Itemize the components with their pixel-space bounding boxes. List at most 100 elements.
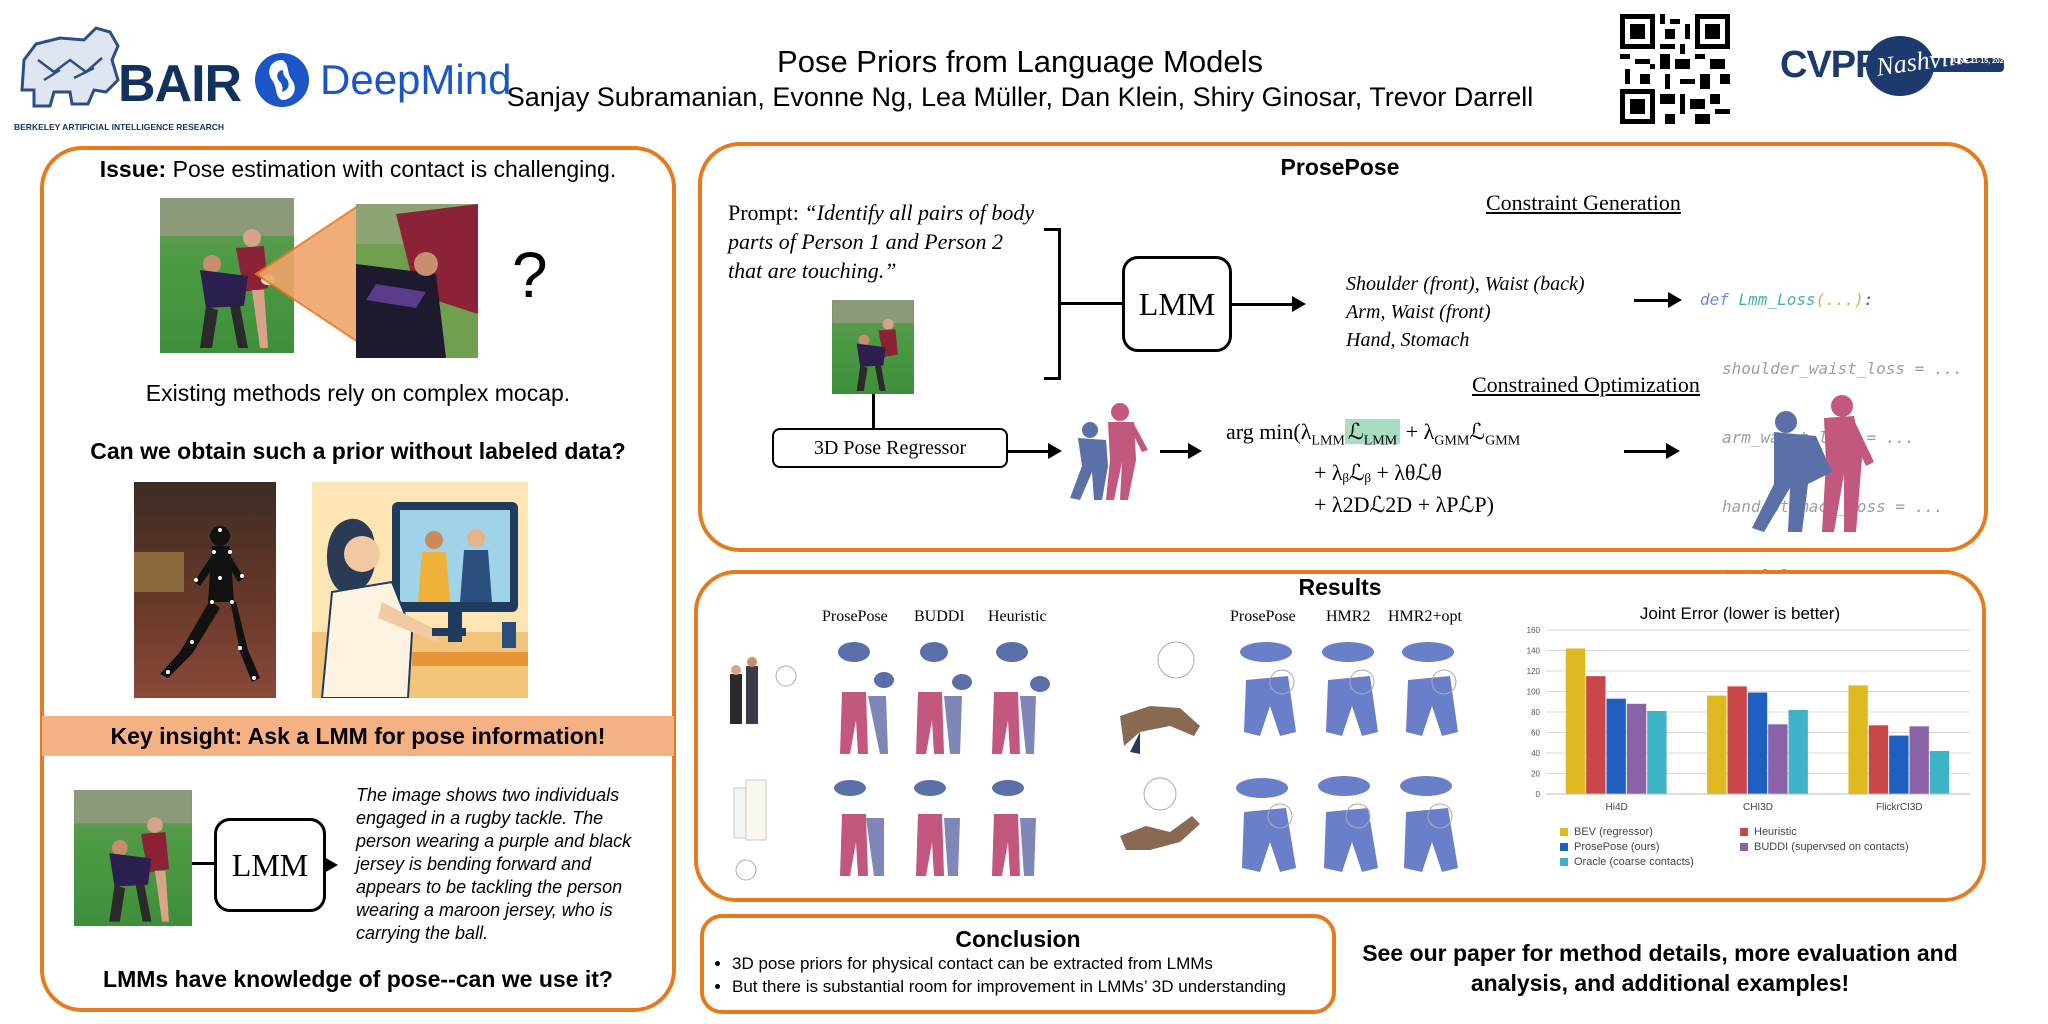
- bar: [1707, 695, 1727, 794]
- legend-label: BEV (regressor): [1574, 826, 1653, 838]
- constraint-list: Shoulder (front), Waist (back) Arm, Wais…: [1346, 270, 1585, 354]
- prior-question: Can we obtain such a prior without label…: [90, 438, 626, 464]
- x-tick-label: Hi4D: [1606, 802, 1628, 813]
- legend-swatch: [1740, 843, 1748, 851]
- right-header-prosepose: ProsePose: [1230, 608, 1296, 625]
- right-header-hmr2-opt: HMR2+opt: [1388, 608, 1462, 625]
- bracket-connector: [1060, 302, 1122, 305]
- qualitative-comparison-right: [1120, 641, 1458, 872]
- annotator-cartoon: [312, 482, 528, 698]
- x-tick-label: CHI3D: [1743, 802, 1773, 813]
- right-header-hmr2: HMR2: [1326, 608, 1371, 625]
- arrow-to-description: [324, 857, 338, 873]
- legend-item: Heuristic: [1740, 826, 1960, 838]
- code-def-line: def Lmm_Loss(...):: [1700, 288, 1963, 311]
- deepmind-icon: [255, 53, 309, 107]
- bair-subtitle: BERKELEY ARTIFICIAL INTELLIGENCE RESEARC…: [14, 122, 224, 132]
- bar: [1727, 686, 1747, 794]
- bar: [1929, 750, 1950, 794]
- bar: [1868, 725, 1889, 794]
- bar: [1647, 710, 1667, 794]
- bar: [1768, 724, 1788, 794]
- chart-title: Joint Error (lower is better): [1639, 604, 1841, 623]
- lmm-box-main: LMM: [1122, 256, 1232, 352]
- y-tick-label: 20: [1531, 770, 1540, 779]
- bar: [1747, 692, 1768, 794]
- eq-lmm-highlight: ℒLMM: [1344, 419, 1401, 448]
- rugby-photo: [160, 198, 294, 353]
- legend-item: BUDDI (supervsed on contacts): [1740, 841, 1960, 853]
- mocap-caption: Existing methods rely on complex mocap.: [145, 380, 571, 406]
- mocap-photo: [134, 482, 276, 698]
- eq-loss-gmm: ℒ: [1469, 419, 1486, 444]
- bar: [1565, 648, 1586, 794]
- conclusion-panel: [700, 914, 1336, 1014]
- issue-heading: Issue: Pose estimation with contact is c…: [44, 156, 672, 183]
- x-tick-label: FlickrCI3D: [1876, 802, 1923, 813]
- prosepose-title: ProsePose: [1280, 154, 1400, 180]
- legend-swatch: [1560, 828, 1568, 836]
- constraint-1: Shoulder (front), Waist (back): [1346, 273, 1585, 295]
- legend-label: ProsePose (ours): [1574, 841, 1660, 853]
- initial-pose-mesh: [1070, 403, 1148, 500]
- qualitative-comparison-left: [730, 642, 1050, 881]
- mocap-performer-illustration: [134, 526, 260, 682]
- bar: [1848, 685, 1868, 794]
- constraint-heading: Constraint Generation: [1486, 190, 1681, 215]
- legend-label: BUDDI (supervsed on contacts): [1754, 841, 1909, 853]
- legend-label: Oracle (coarse contacts): [1574, 856, 1694, 868]
- equation-line-2: + λᵦℒᵦ + λθℒθ: [1314, 460, 1442, 486]
- see-paper-note: See our paper for method details, more e…: [1362, 940, 1958, 996]
- bear-icon: [20, 26, 120, 108]
- left-header-buddi: BUDDI: [914, 608, 965, 625]
- conclusion-bullet-2: But there is substantial room for improv…: [732, 975, 1286, 998]
- legend-swatch: [1560, 843, 1568, 851]
- poster-title: Pose Priors from Language Models: [777, 44, 1263, 79]
- y-tick-label: 60: [1531, 729, 1540, 738]
- eq-loss-lmm: ℒ: [1347, 419, 1364, 444]
- arrow-pose-to-equation: [1160, 443, 1202, 459]
- person-at-computer-illustration: [312, 502, 528, 698]
- rugby-photo-small: [74, 790, 192, 926]
- lmm-label-main: LMM: [1138, 285, 1216, 322]
- legend-item: BEV (regressor): [1560, 826, 1740, 838]
- eq-sub-gmm-2: GMM: [1485, 433, 1521, 449]
- deepmind-wordmark: DeepMind: [320, 56, 512, 103]
- lmm-label-left: LMM: [231, 846, 309, 883]
- key-insight-banner: Key insight: Ask a LMM for pose informat…: [42, 716, 674, 756]
- results-title: Results: [1298, 574, 1382, 600]
- code-keyword: def: [1700, 290, 1739, 309]
- bar: [1586, 676, 1606, 794]
- eq-argmin: arg min(λ: [1226, 419, 1312, 444]
- eq-sub-lmm-1: LMM: [1311, 433, 1345, 449]
- qr-code[interactable]: [1620, 14, 1730, 124]
- constraint-3: Hand, Stomach: [1346, 329, 1470, 351]
- bar: [1788, 709, 1808, 794]
- y-tick-label: 80: [1531, 708, 1540, 717]
- regressor-box: 3D Pose Regressor: [772, 428, 1008, 468]
- optimization-heading: Constrained Optimization: [1472, 372, 1700, 397]
- optimized-pose-mesh: [1752, 395, 1874, 532]
- arrow-constraints-to-code: [1634, 292, 1682, 308]
- cvpr-wordmark: CVPR: [1780, 44, 1883, 86]
- cvpr-logo: CVPR Nashville JUNE 11-15, 2025: [1780, 30, 2010, 100]
- legend-label: Heuristic: [1754, 826, 1797, 838]
- lmm-description: The image shows two individuals engaged …: [356, 785, 632, 943]
- left-header-prosepose: ProsePose: [822, 608, 888, 625]
- bair-wordmark: BAIR: [118, 55, 242, 113]
- rugby-players-small-illustration: [74, 790, 192, 922]
- eq-sub-lmm-2: LMM: [1363, 433, 1398, 449]
- eq-sub-gmm-1: GMM: [1434, 433, 1470, 449]
- prompt-rugby-photo: [832, 300, 914, 394]
- conclusion-bullet-1: 3D pose priors for physical contact can …: [732, 952, 1286, 975]
- y-tick-label: 40: [1531, 749, 1540, 758]
- legend-swatch: [1560, 858, 1568, 866]
- legend-swatch: [1740, 828, 1748, 836]
- lmm-box-left: LMM: [214, 818, 326, 912]
- y-tick-label: 160: [1527, 626, 1541, 635]
- arrow-regressor-to-pose: [1008, 443, 1062, 459]
- conclusion-list: 3D pose priors for physical contact can …: [710, 952, 1286, 998]
- rugby-zoom-photo: [356, 204, 478, 358]
